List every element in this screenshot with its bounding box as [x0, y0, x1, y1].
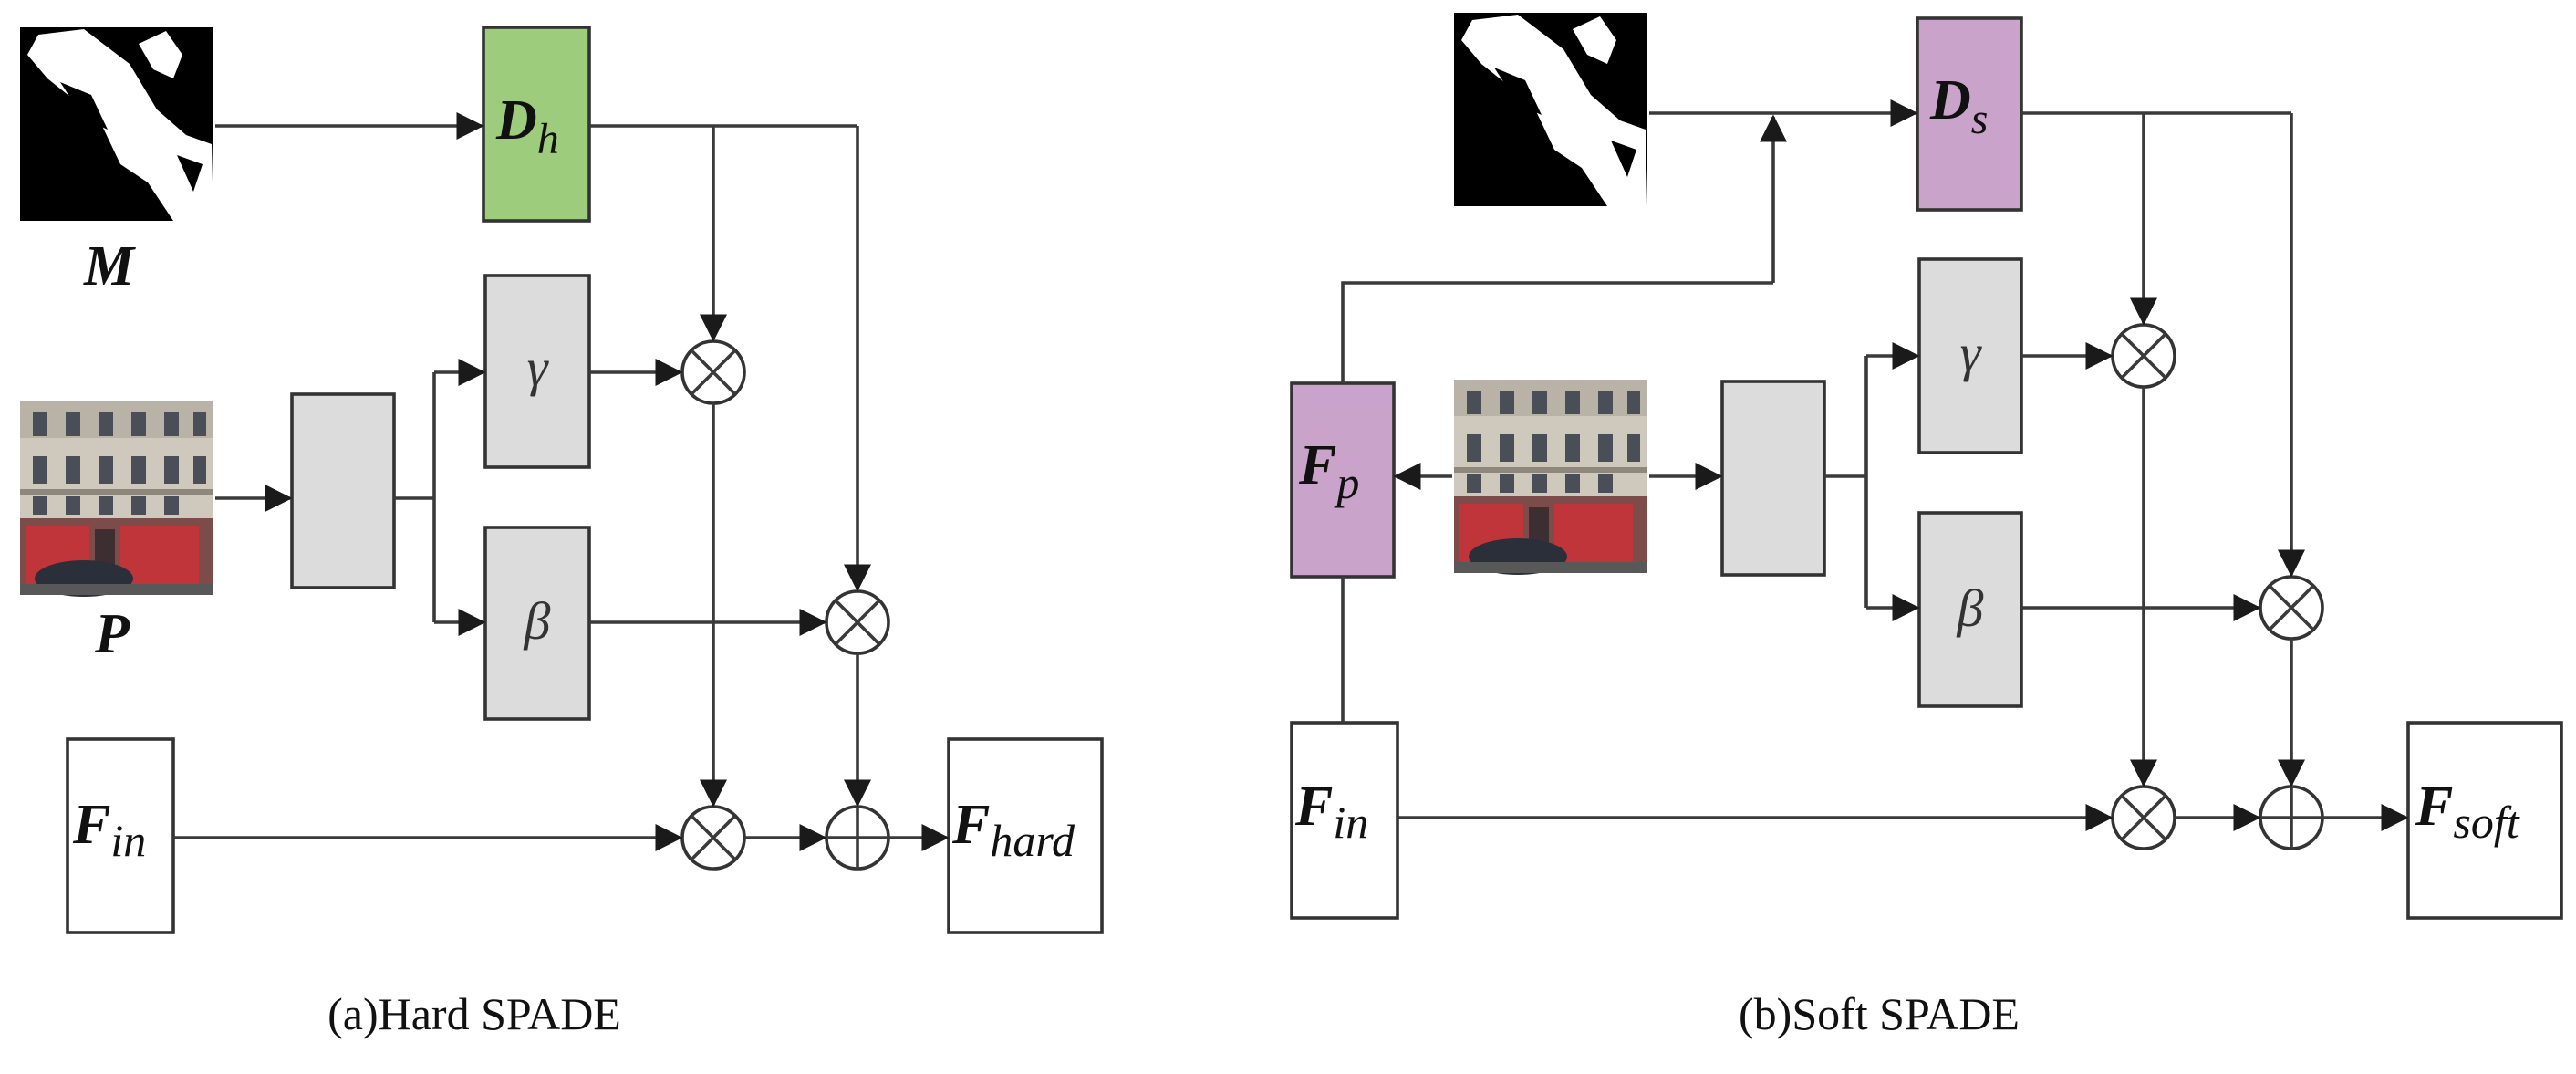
- hard-fout-label: Fhard: [951, 794, 1075, 866]
- soft-mask-image: [1454, 13, 1647, 206]
- soft-beta-label: β: [1957, 579, 1984, 638]
- hard-fout-box: [947, 737, 1104, 934]
- hard-discriminator-box: [482, 26, 591, 223]
- hard-discriminator-label: Dh: [495, 89, 559, 163]
- hard-gamma-label: γ: [527, 338, 550, 397]
- soft-shared-conv-block: [1720, 380, 1826, 577]
- hard-mult-gamma-op: [680, 339, 746, 405]
- hard-fin-label: Fin: [72, 794, 146, 866]
- hard-beta-label: β: [524, 591, 551, 651]
- hard-photo-image: [20, 401, 213, 597]
- hard-fin-box: [66, 737, 175, 934]
- hard-connectors: [173, 112, 950, 851]
- soft-connectors: [1341, 99, 2409, 831]
- hard-spade-panel: M P Dh γ β Fin Fhard: [20, 26, 1104, 1039]
- soft-mult-beta-op: [2259, 575, 2324, 641]
- soft-fout-label: Fsoft: [2415, 776, 2520, 848]
- soft-mult-fin-op: [2111, 785, 2176, 850]
- soft-fin-label: Fin: [1294, 776, 1368, 848]
- soft-mult-gamma-op: [2111, 323, 2176, 389]
- soft-discriminator-label: Ds: [1929, 69, 1988, 143]
- hard-mult-beta-op: [825, 589, 890, 655]
- hard-shared-conv-block: [290, 392, 396, 589]
- soft-add-op: [2259, 785, 2324, 850]
- hard-mask-image: [20, 27, 213, 221]
- hard-mult-fin-op: [680, 805, 746, 871]
- soft-fin-box: [1290, 721, 1399, 920]
- hard-add-op: [825, 805, 890, 871]
- hard-beta-box: [483, 526, 591, 721]
- soft-beta-box: [1917, 511, 2023, 708]
- hard-caption: (a)Hard SPADE: [327, 988, 621, 1039]
- soft-gamma-label: γ: [1960, 323, 1983, 382]
- soft-spade-panel: Ds Fp γ β Fin Fsoft: [1290, 13, 2563, 1039]
- soft-discriminator-box: [1916, 16, 2023, 212]
- soft-photo-image: [1454, 380, 1647, 575]
- hard-photo-label: P: [94, 603, 130, 665]
- hard-mask-label: M: [83, 235, 136, 297]
- soft-fp-label: Fp: [1298, 434, 1359, 508]
- soft-caption: (b)Soft SPADE: [1739, 988, 2020, 1039]
